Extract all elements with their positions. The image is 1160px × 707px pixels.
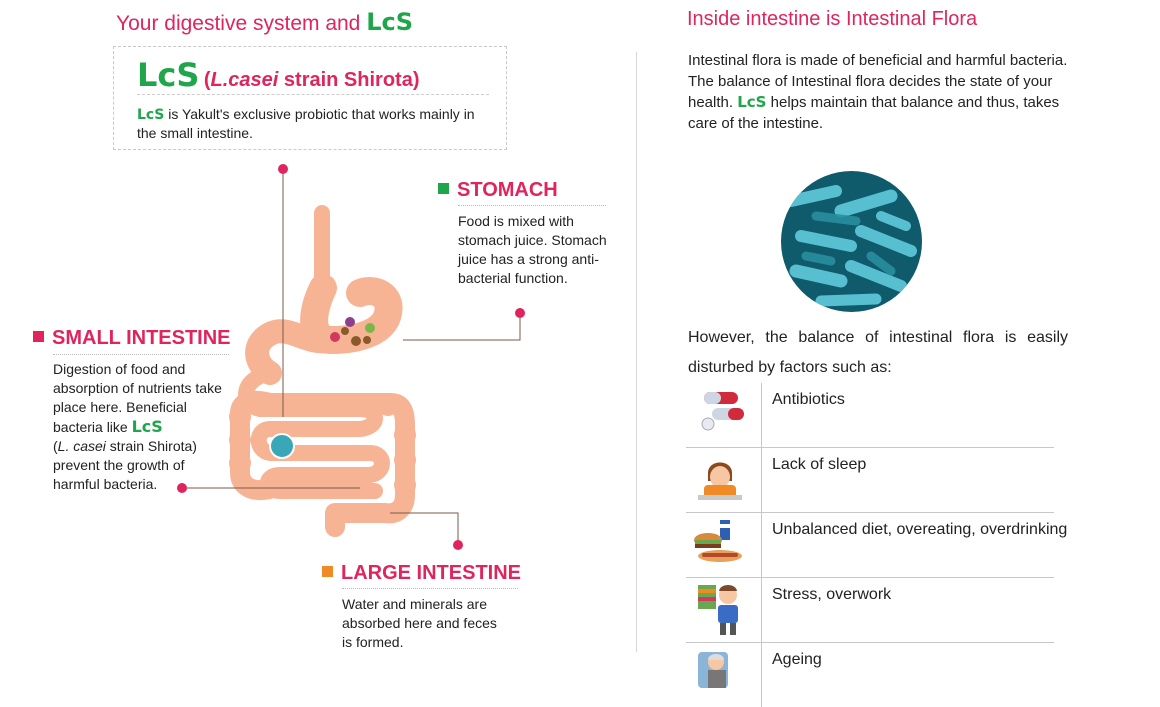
- small-intestine-heading: SMALL INTESTINE: [33, 327, 231, 350]
- bacteria-cluster-icon: [781, 171, 922, 312]
- factor-icon-cell: [686, 643, 762, 707]
- left-title: Your digestive system and LcS: [116, 8, 413, 36]
- stomach-text: Food is mixed with stomach juice. Stomac…: [458, 213, 607, 286]
- lcs-bacterium-icon: [269, 433, 295, 459]
- square-bullet-icon: [322, 566, 333, 578]
- factor-icon-cell: [686, 513, 762, 577]
- strain-rest: strain Shirota: [278, 69, 413, 91]
- left-title-brand: LcS: [366, 8, 414, 36]
- lcs-divider: [137, 94, 489, 95]
- factor-label: Stress, overwork: [772, 586, 892, 603]
- stressed-worker-icon: [698, 585, 738, 635]
- large-intestine-text: Water and minerals are absorbed here and…: [342, 596, 497, 650]
- factor-icon-cell: [686, 578, 762, 642]
- junk-food-icon: [694, 520, 742, 562]
- pills-icon: [701, 392, 744, 431]
- large-intestine-title: LARGE INTESTINE: [341, 562, 522, 584]
- si-text-1: Digestion of food and absorption of nutr…: [53, 361, 222, 435]
- square-bullet-icon: [438, 183, 449, 195]
- si-text-2: strain Shirota) prevent the growth of ha…: [53, 438, 197, 492]
- si-paren: (: [53, 438, 58, 454]
- intro-text-1: Intestinal flora is made of beneficial a…: [688, 52, 1068, 111]
- lcs-description: LcS is Yakult's exclusive probiotic that…: [137, 105, 497, 142]
- factor-label: Antibiotics: [772, 391, 845, 408]
- factor-label: Unbalanced diet, overeating, overdrinkin…: [772, 521, 1068, 538]
- intro-text-2: helps maintain that balance and thus, ta…: [688, 94, 1060, 132]
- square-bullet-icon: [33, 331, 44, 343]
- factor-row-ageing: Ageing: [686, 643, 1054, 707]
- lcs-info-box: [113, 46, 507, 150]
- paren-close: ): [412, 69, 420, 91]
- si-italic: L. casei: [57, 438, 106, 454]
- factor-icon-cell: [686, 383, 762, 447]
- pointer-lines: [182, 169, 521, 545]
- factor-row-lack-of-sleep: Lack of sleep: [686, 448, 1054, 513]
- lcs-brand: LcS: [137, 56, 200, 94]
- elderly-person-icon: [698, 652, 728, 688]
- stomach-heading: STOMACH: [438, 179, 558, 202]
- tired-person-icon: [698, 462, 742, 500]
- small-intestine-text: Digestion of food and absorption of nutr…: [53, 360, 228, 494]
- small-intestine-divider: [53, 354, 229, 355]
- stomach-bacteria: [330, 317, 375, 346]
- lcs-strain: (L.casei strain Shirota): [204, 69, 420, 91]
- organ-tubes: [230, 205, 415, 537]
- lcs-heading: LcS (L.casei strain Shirota): [137, 56, 420, 94]
- panel-divider: [636, 52, 637, 652]
- large-intestine-divider: [342, 588, 518, 589]
- factor-icon-cell: [686, 448, 762, 512]
- lcs-desc-brand: LcS: [137, 107, 165, 123]
- factor-label: Ageing: [772, 651, 822, 668]
- factor-row-unbalanced-diet: Unbalanced diet, overeating, overdrinkin…: [686, 513, 1067, 578]
- factor-row-stress: Stress, overwork: [686, 578, 1054, 643]
- small-intestine-title: SMALL INTESTINE: [52, 327, 231, 349]
- si-brand: LcS: [131, 417, 163, 436]
- paren-open: (: [203, 69, 211, 91]
- intestinal-flora-image: [781, 171, 922, 312]
- right-title: Inside intestine is Intestinal Flora: [687, 8, 978, 30]
- strain-italic: L.casei: [210, 69, 279, 91]
- stomach-divider: [458, 205, 606, 206]
- large-intestine-heading: LARGE INTESTINE: [322, 562, 521, 585]
- left-title-text: Your digestive system and: [116, 12, 361, 35]
- pointer-dots: [177, 164, 525, 550]
- factor-list: Antibiotics Lack of sleep Unbalan: [686, 383, 1067, 707]
- factor-row-antibiotics: Antibiotics: [686, 383, 1054, 448]
- however-text: However, the balance of intestinal flora…: [688, 329, 1068, 376]
- lcs-desc-text: is Yakult's exclusive probiotic that wor…: [137, 106, 475, 141]
- factor-label: Lack of sleep: [772, 456, 867, 473]
- digestive-system-illustration: [177, 164, 525, 550]
- stomach-title: STOMACH: [457, 179, 558, 201]
- intro-brand: LcS: [737, 93, 767, 111]
- flora-intro: Intestinal flora is made of beneficial a…: [688, 50, 1068, 134]
